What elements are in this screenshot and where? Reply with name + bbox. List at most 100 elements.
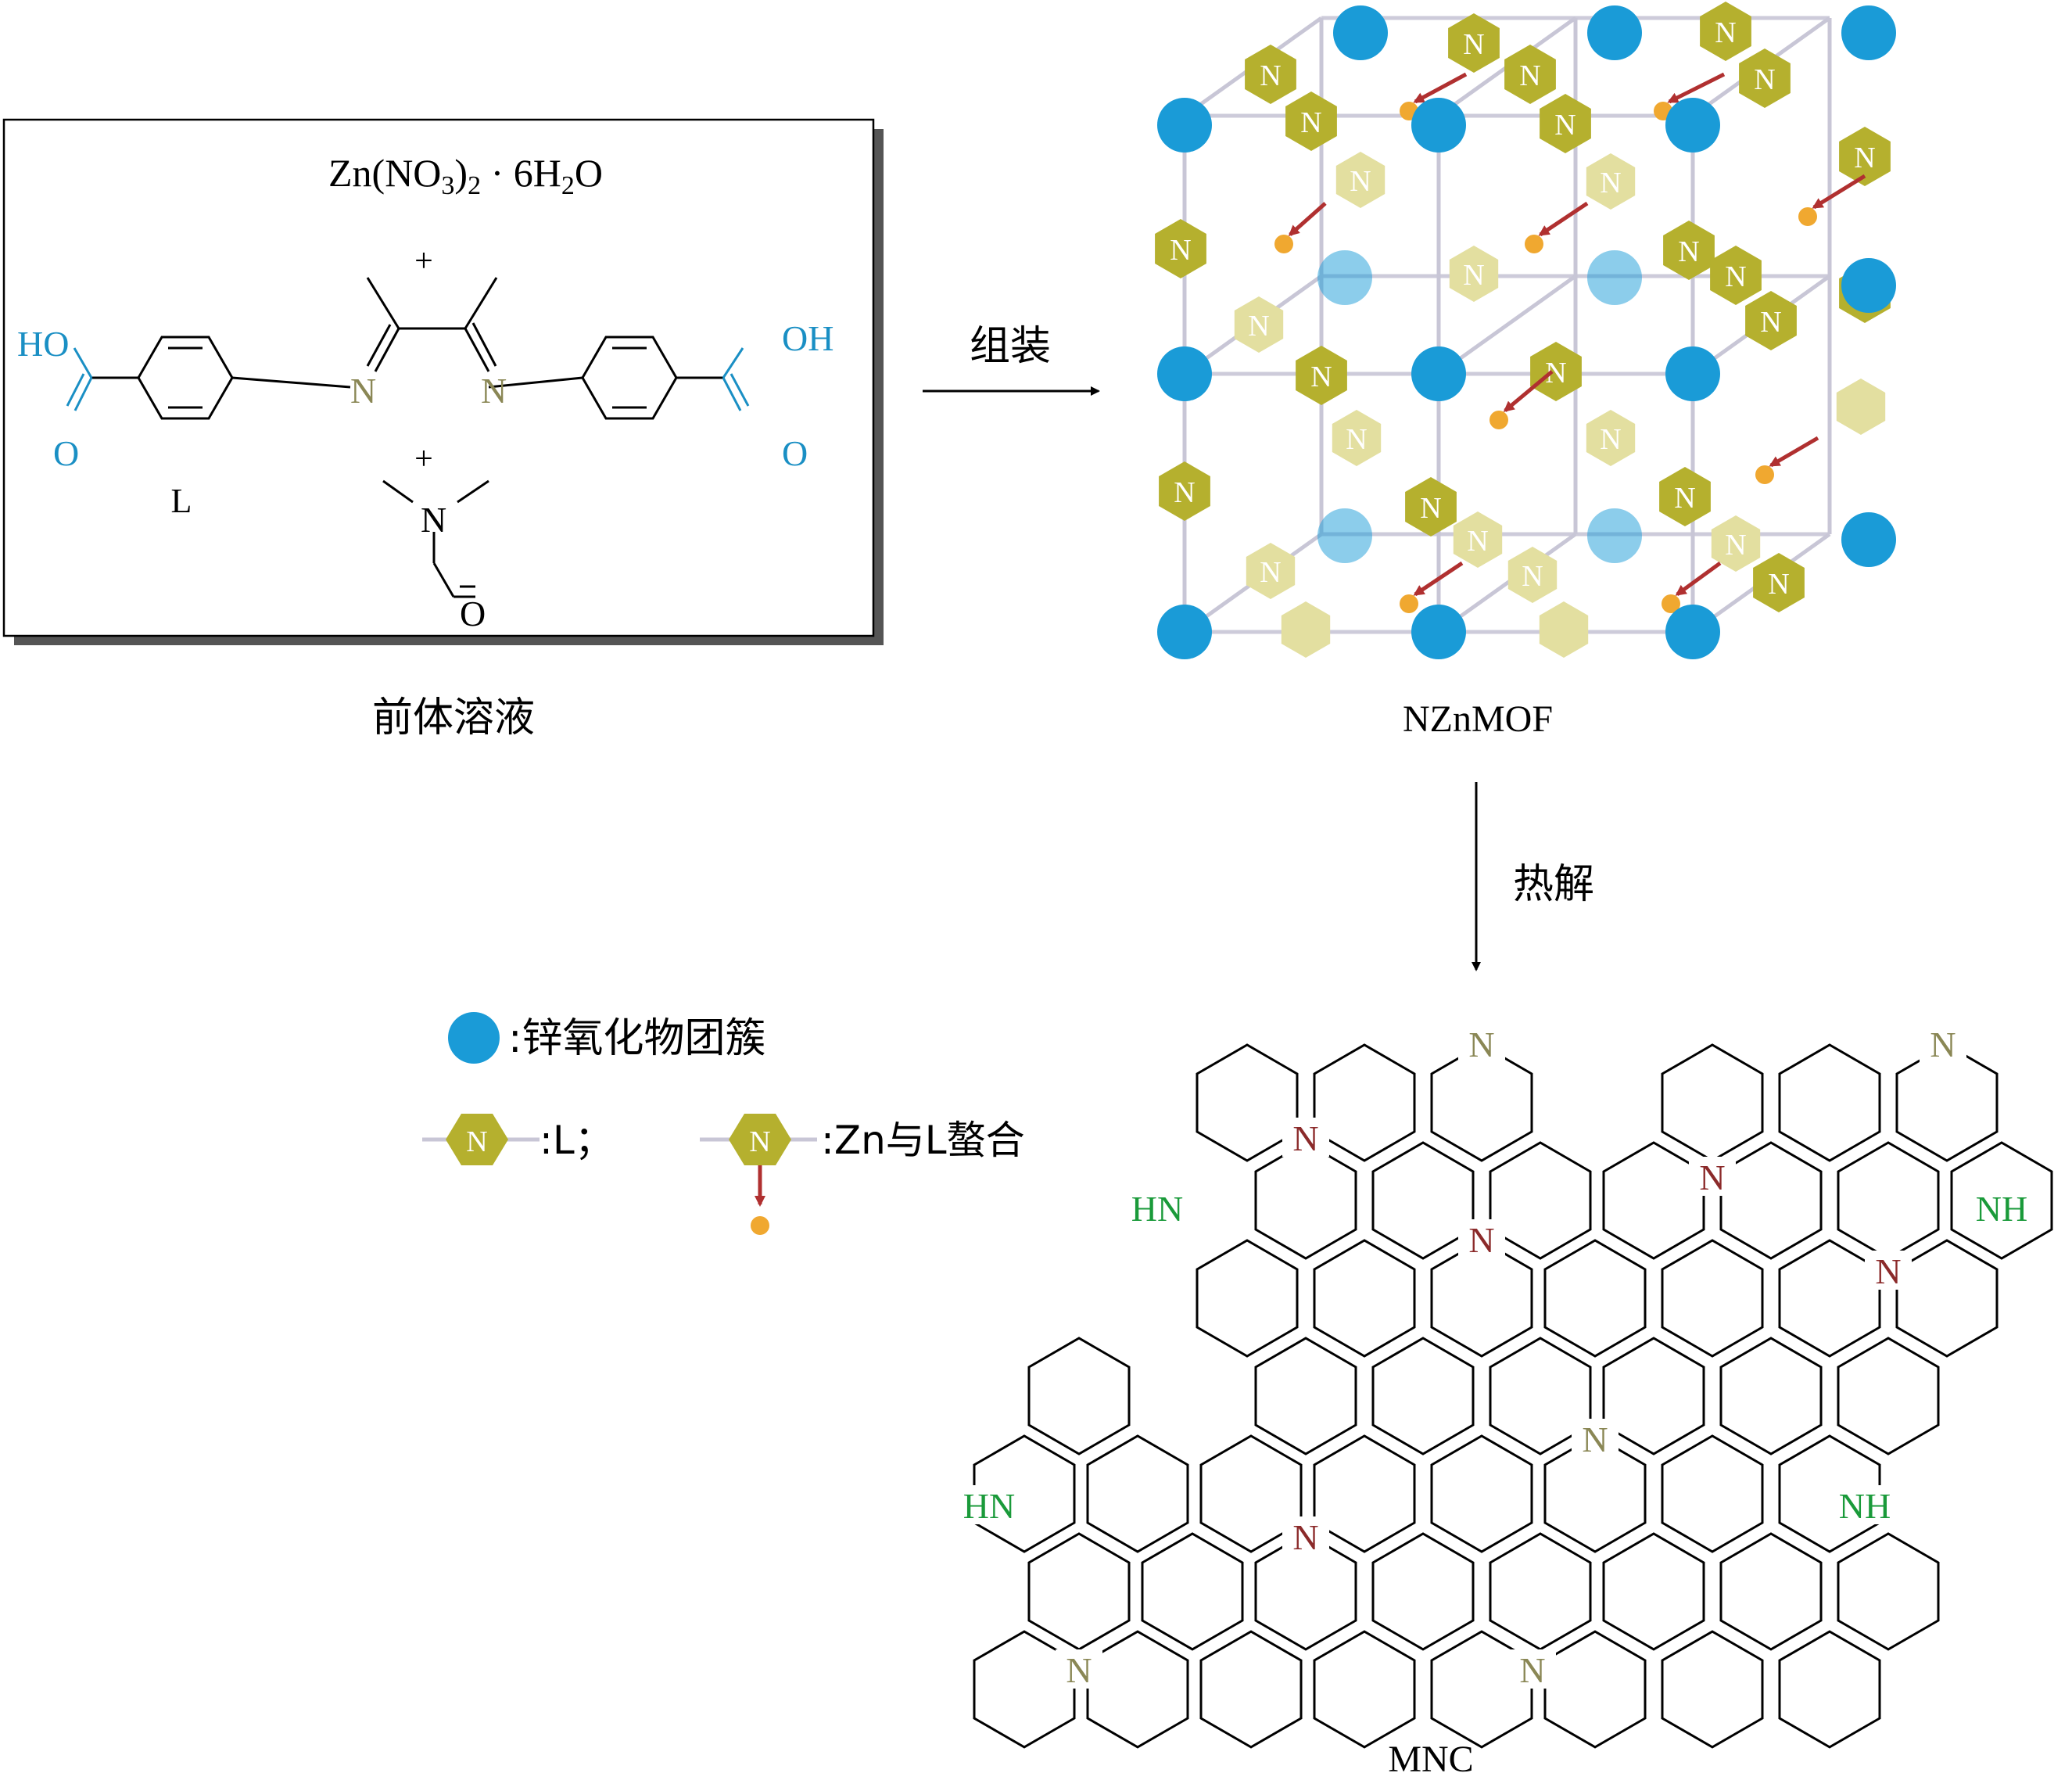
ligand-hex <box>1753 553 1805 612</box>
ligand-hex <box>1530 342 1582 401</box>
heteroatom-label: N <box>1930 1025 1955 1064</box>
legend-ligand-n: N <box>466 1125 487 1158</box>
chelation-arrow <box>1413 72 1468 104</box>
carbon-hexagon <box>1027 1337 1131 1455</box>
carbon-hexagon <box>1661 1043 1764 1162</box>
zn-dot <box>1489 411 1508 429</box>
heteroatom-backdrop <box>1458 1024 1505 1063</box>
zinc-cluster-node <box>1157 605 1212 659</box>
heteroatom-label: HN <box>963 1486 1015 1526</box>
heteroatom-backdrop <box>1134 1188 1181 1227</box>
mnc-caption: MNC <box>1388 1739 1473 1780</box>
atom-ho: HO <box>17 324 69 364</box>
carbon-hexagon <box>1895 1239 1999 1358</box>
heteroatom-backdrop <box>1282 1516 1329 1556</box>
carbon-hexagon <box>1489 1532 1592 1651</box>
legend-zinc-text: :锌氧化物团簇 <box>508 1015 766 1062</box>
carbon-hexagon <box>1371 1141 1475 1260</box>
atom-n-right: N <box>481 371 507 411</box>
heteroatom-backdrop <box>1056 1649 1102 1689</box>
ligand-hex-faded <box>1711 515 1761 572</box>
heteroatom-backdrop <box>1509 1649 1556 1689</box>
ligand-hex-faded-n: N <box>1600 423 1621 456</box>
carbon-hexagon <box>1254 1532 1357 1651</box>
heteroatom-backdrop <box>1841 1485 1888 1524</box>
zinc-cluster-node <box>1411 346 1466 401</box>
ligand-hex-n: N <box>1463 28 1484 61</box>
ligand-legend-icon <box>446 1114 508 1165</box>
heteroatom-backdrop <box>1978 1188 2025 1227</box>
ligand-hex-n: N <box>1754 63 1775 96</box>
chelation-arrow <box>1503 370 1554 412</box>
atom-dmf-n: N <box>421 500 446 540</box>
zinc-cluster-node <box>1587 5 1642 60</box>
ligand-hex <box>1839 127 1891 186</box>
atom-n-left: N <box>350 371 376 411</box>
carbon-hexagon <box>1778 1043 1881 1162</box>
heteroatom-label: N <box>1468 1025 1494 1064</box>
carbon-hexagon <box>1489 1141 1592 1260</box>
zn-dot <box>1525 235 1543 253</box>
heteroatom-backdrop <box>1920 1024 1966 1063</box>
carbon-hexagon <box>1602 1141 1705 1260</box>
ligand-hex-faded <box>1281 601 1331 658</box>
zn-dot <box>1662 594 1680 613</box>
legend-chelate-n: N <box>749 1125 770 1158</box>
carbon-hexagon <box>1430 1630 1533 1749</box>
carbon-hexagon <box>1778 1239 1881 1358</box>
ligand-hex <box>1745 291 1797 350</box>
heteroatom-label: HN <box>1131 1189 1183 1229</box>
carbon-hexagon <box>973 1434 1076 1553</box>
ligand-hex-faded-n: N <box>1522 560 1543 593</box>
zn-dot <box>1400 594 1418 613</box>
carbon-hexagon <box>1086 1630 1189 1749</box>
ligand-hex <box>1245 45 1296 104</box>
ligand-hex-faded <box>1246 543 1296 599</box>
chelation-arrow <box>1538 201 1589 237</box>
ligand-hex-n: N <box>1554 109 1576 142</box>
heteroatom-label: N <box>1292 1118 1318 1158</box>
atom-o-left: O <box>53 433 79 473</box>
ligand-hex-faded-n: N <box>1350 165 1371 198</box>
ligand-hex-faded-n: N <box>1725 529 1746 562</box>
heteroatom-label: N <box>1699 1158 1725 1197</box>
ligand-atoms: HO O OH O N N N O <box>17 318 833 633</box>
ligand-hex <box>1540 94 1591 153</box>
ligand-hex-faded <box>1335 152 1386 208</box>
heteroatom-label: NH <box>1976 1189 2027 1229</box>
heteroatom-backdrop <box>966 1485 1013 1524</box>
plus-sign-2: + <box>414 441 433 477</box>
carbon-hexagon <box>1430 1043 1533 1162</box>
zinc-cluster-node <box>1665 346 1720 401</box>
ligand-hex-n: N <box>1300 106 1321 139</box>
chelation-arrow <box>1675 561 1722 597</box>
chelation-arrow <box>1667 72 1726 104</box>
carbon-hexagon <box>1837 1141 1940 1260</box>
ligand-hex-faded <box>1332 410 1382 466</box>
heteroatom-label: N <box>1292 1517 1318 1557</box>
carbon-hexagon <box>1196 1043 1299 1162</box>
carbon-hexagon <box>1661 1630 1764 1749</box>
assembly-label: 组装 <box>970 323 1051 370</box>
carbon-hexagon <box>1313 1239 1416 1358</box>
ligand-hex <box>1710 246 1762 305</box>
ligand-hex-faded-n: N <box>1467 525 1488 558</box>
mof-caption: NZnMOF <box>1403 698 1553 740</box>
carbon-hexagon <box>1430 1239 1533 1358</box>
zinc-cluster-node <box>1665 98 1720 153</box>
carbon-hexagon <box>1254 1337 1357 1455</box>
carbon-hexagon <box>1196 1239 1299 1358</box>
carbon-hexagon <box>1489 1337 1592 1455</box>
carbon-hexagon <box>1837 1337 1940 1455</box>
chelation-arrow <box>1288 202 1327 236</box>
heteroatom-backdrop <box>1865 1251 1912 1290</box>
zinc-cluster-node-back <box>1587 250 1642 305</box>
ligand-hex-n: N <box>1260 59 1281 92</box>
carbon-hexagon <box>1719 1337 1823 1455</box>
ligand-hex-n: N <box>1854 142 1875 174</box>
carbon-hexagon <box>1837 1532 1940 1651</box>
carbon-hexagon <box>1254 1141 1357 1260</box>
carbon-hexagon <box>1543 1434 1647 1553</box>
carbon-hexagon <box>1371 1532 1475 1651</box>
